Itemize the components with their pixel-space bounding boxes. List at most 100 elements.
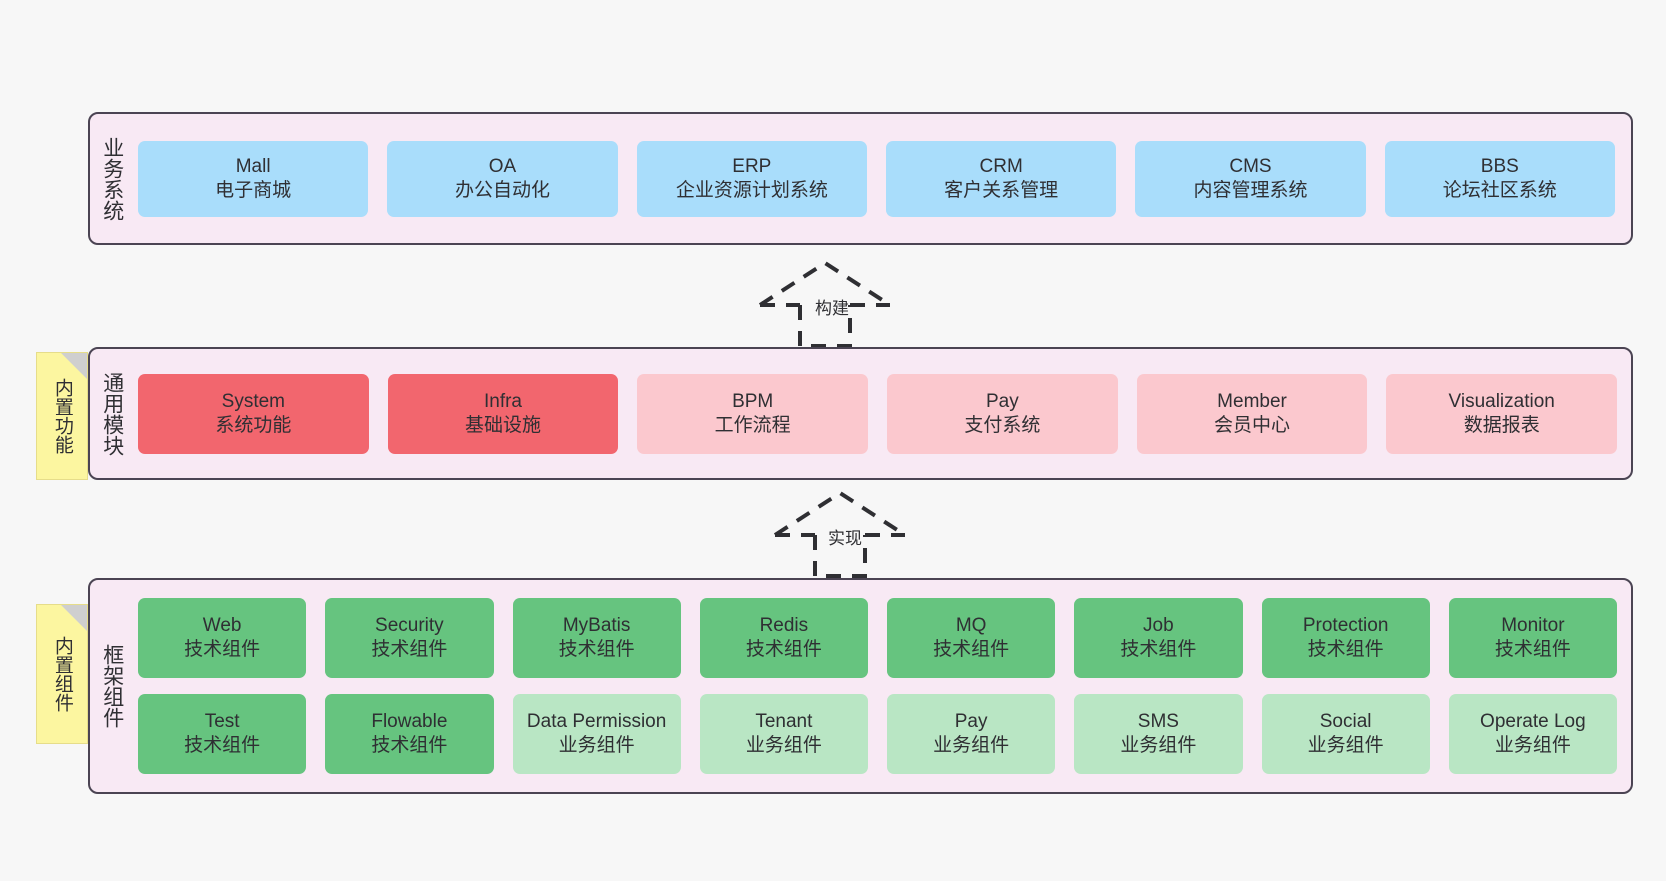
band-body-framework-component: Web 技术组件 Security 技术组件 MyBatis 技术组件 Redi…	[134, 580, 1631, 792]
card-pay[interactable]: Pay 支付系统	[887, 373, 1118, 454]
card-title: ERP	[732, 155, 772, 177]
card-bbs[interactable]: BBS 论坛社区系统	[1384, 140, 1615, 217]
card-subtitle: 系统功能	[215, 414, 292, 436]
card-subtitle: 技术组件	[371, 735, 448, 756]
card-title: Test	[204, 711, 240, 733]
band-body-business-system: Mall 电子商城 OA 办公自动化 ERP 企业资源计划系统 CRM 客户关系…	[134, 114, 1631, 243]
card-member[interactable]: Member 会员中心	[1136, 373, 1368, 454]
card-subtitle: 业务组件	[745, 735, 822, 756]
card-subtitle: 支付系统	[964, 414, 1041, 436]
card-title: Web	[202, 615, 242, 637]
card-data-permission[interactable]: Data Permission 业务组件	[512, 694, 681, 774]
card-mall[interactable]: Mall 电子商城	[138, 140, 369, 217]
card-subtitle: 办公自动化	[454, 179, 550, 201]
card-system[interactable]: System 系统功能	[138, 373, 369, 454]
note-builtin-feature: 内置功能	[36, 352, 88, 480]
card-flowable[interactable]: Flowable 技术组件	[325, 694, 494, 774]
card-title: OA	[488, 155, 517, 177]
card-title: BBS	[1480, 155, 1519, 177]
card-subtitle: 客户关系管理	[944, 179, 1059, 201]
card-title: Monitor	[1501, 615, 1565, 637]
card-cms[interactable]: CMS 内容管理系统	[1135, 140, 1366, 217]
card-bpm[interactable]: BPM 工作流程	[637, 373, 869, 454]
card-title: Security	[375, 615, 444, 637]
card-monitor[interactable]: Monitor 技术组件	[1448, 598, 1617, 678]
band-body-common-module: System 系统功能 Infra 基础设施 BPM 工作流程 Pay 支付系统…	[134, 349, 1631, 478]
card-title: Social	[1319, 711, 1372, 733]
card-title: Protection	[1302, 615, 1389, 637]
card-subtitle: 技术组件	[1494, 639, 1571, 660]
card-mq[interactable]: MQ 技术组件	[887, 598, 1056, 678]
card-title: System	[221, 390, 286, 412]
card-title: Job	[1143, 615, 1174, 637]
card-row: System 系统功能 Infra 基础设施 BPM 工作流程 Pay 支付系统…	[138, 373, 1618, 454]
card-erp[interactable]: ERP 企业资源计划系统	[636, 140, 867, 217]
card-title: Pay	[954, 711, 988, 733]
card-social[interactable]: Social 业务组件	[1261, 694, 1430, 774]
card-subtitle: 业务组件	[1120, 735, 1197, 756]
card-title: Flowable	[371, 711, 448, 733]
arrow-implement: 实现	[770, 488, 920, 578]
card-redis[interactable]: Redis 技术组件	[699, 598, 868, 678]
card-title: MyBatis	[562, 615, 631, 637]
card-title: CMS	[1229, 155, 1272, 177]
card-title: SMS	[1137, 711, 1179, 733]
card-subtitle: 技术组件	[1307, 639, 1384, 660]
card-test[interactable]: Test 技术组件	[138, 694, 307, 774]
band-business-system: 业务系统 Mall 电子商城 OA 办公自动化 ERP 企业资源计划系统 CRM…	[88, 112, 1633, 245]
page-fold-icon	[61, 353, 87, 379]
card-web[interactable]: Web 技术组件	[138, 598, 307, 678]
card-subtitle: 技术组件	[371, 639, 448, 660]
card-job[interactable]: Job 技术组件	[1074, 598, 1243, 678]
card-subtitle: 基础设施	[465, 414, 542, 436]
band-label-business-system: 业务系统	[100, 136, 124, 221]
band-label-framework-component: 框架组件	[100, 644, 124, 728]
note-builtin-component: 内置组件	[36, 604, 88, 744]
card-title: BPM	[732, 390, 774, 412]
card-row: Web 技术组件 Security 技术组件 MyBatis 技术组件 Redi…	[138, 598, 1617, 678]
card-subtitle: 技术组件	[558, 639, 635, 660]
card-title: Visualization	[1448, 390, 1555, 412]
card-subtitle: 电子商城	[215, 179, 292, 201]
card-tenant[interactable]: Tenant 业务组件	[699, 694, 868, 774]
card-title: CRM	[979, 155, 1023, 177]
card-title: Member	[1217, 390, 1287, 412]
card-pay-business[interactable]: Pay 业务组件	[887, 694, 1056, 774]
card-subtitle: 技术组件	[745, 639, 822, 660]
card-protection[interactable]: Protection 技术组件	[1261, 598, 1430, 678]
card-subtitle: 技术组件	[184, 639, 261, 660]
card-visualization[interactable]: Visualization 数据报表	[1386, 373, 1618, 454]
card-mybatis[interactable]: MyBatis 技术组件	[512, 598, 681, 678]
card-subtitle: 企业资源计划系统	[675, 179, 828, 201]
card-title: Tenant	[755, 711, 813, 733]
band-common-module: 通用模块 System 系统功能 Infra 基础设施 BPM 工作流程 Pay…	[88, 347, 1633, 480]
card-row: Test 技术组件 Flowable 技术组件 Data Permission …	[138, 694, 1617, 774]
card-subtitle: 论坛社区系统	[1442, 179, 1557, 201]
arrow-build-label: 构建	[815, 299, 849, 318]
card-subtitle: 技术组件	[1120, 639, 1197, 660]
card-title: Pay	[985, 390, 1019, 412]
card-oa[interactable]: OA 办公自动化	[387, 140, 618, 217]
card-operate-log[interactable]: Operate Log 业务组件	[1448, 694, 1617, 774]
card-security[interactable]: Security 技术组件	[325, 598, 494, 678]
card-subtitle: 技术组件	[184, 735, 261, 756]
card-infra[interactable]: Infra 基础设施	[387, 373, 619, 454]
card-subtitle: 技术组件	[933, 639, 1010, 660]
note-label: 内置组件	[51, 636, 73, 712]
page-fold-icon	[61, 605, 87, 631]
card-subtitle: 数据报表	[1463, 414, 1540, 436]
card-sms[interactable]: SMS 业务组件	[1074, 694, 1243, 774]
card-title: MQ	[955, 615, 987, 637]
card-subtitle: 业务组件	[1494, 735, 1571, 756]
arrow-build: 构建	[755, 258, 905, 348]
arrow-implement-label: 实现	[828, 529, 862, 548]
card-crm[interactable]: CRM 客户关系管理	[885, 140, 1117, 217]
card-title: Mall	[235, 155, 271, 177]
card-title: Data Permission	[526, 711, 667, 733]
note-label: 内置功能	[51, 378, 73, 454]
card-subtitle: 工作流程	[714, 414, 791, 436]
band-framework-component: 框架组件 Web 技术组件 Security 技术组件 MyBatis 技术组件…	[88, 578, 1633, 794]
card-title: Infra	[483, 390, 523, 412]
card-subtitle: 会员中心	[1214, 414, 1291, 436]
